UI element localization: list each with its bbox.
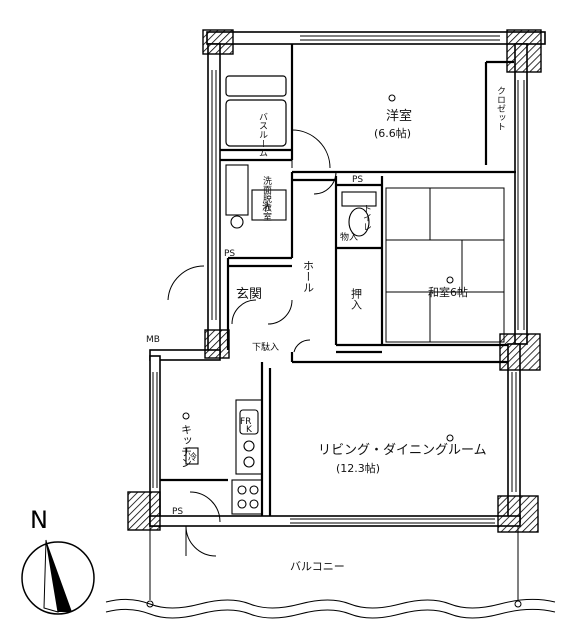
compass: N: [21, 506, 95, 615]
western-room-label: 洋室: [386, 108, 412, 124]
toilet-label: トイレ: [361, 204, 372, 231]
compass-north-label: N: [30, 506, 48, 534]
refrigerator-label: 冷: [188, 451, 197, 463]
fixture-labels: 下駄入 MB PS PS PS 冷 洗 FR K 物入: [146, 175, 363, 517]
structural-columns: [127, 29, 542, 533]
fr-label: FR: [240, 417, 251, 427]
toilet-fixture: [341, 191, 377, 237]
bath-label: バスルーム: [257, 112, 268, 157]
kitchen-label: キッチン: [180, 424, 193, 468]
washroom-label: 洗面脱衣室: [261, 175, 272, 221]
washer-label: 洗: [262, 201, 271, 213]
entrance-label: 玄関: [236, 287, 262, 302]
closet-label: クロゼット: [495, 86, 506, 131]
kitchen-fixtures: [185, 399, 263, 515]
ps-label-2: PS: [172, 507, 183, 517]
balcony: [105, 526, 556, 619]
ps-label-3: PS: [352, 175, 363, 185]
shoe-box-label: 下駄入: [252, 341, 279, 353]
shelf-label: 物入: [340, 231, 358, 243]
ldk-label: リビング・ダイニングルーム: [318, 443, 487, 458]
japanese-room-label: 和室6帖: [428, 285, 468, 299]
hall-label: ホール: [302, 260, 315, 293]
ps-label-1: PS: [224, 249, 235, 259]
door-swings: [167, 129, 337, 557]
storage-label: 押入: [350, 287, 363, 310]
western-room-size: (6.6帖): [374, 127, 411, 140]
room-labels: 洋室 (6.6帖) クロゼット バスルーム 洗面脱衣室 トイレ ホール 玄関 押…: [180, 86, 506, 573]
balcony-label: バルコニー: [290, 560, 345, 573]
kitchen-counter-label: K: [246, 425, 253, 435]
interior-walls: [160, 44, 516, 516]
ldk-size: (12.3帖): [336, 462, 380, 475]
windows: [152, 35, 525, 524]
mb-label: MB: [146, 335, 160, 345]
tatami-mats: [385, 187, 505, 343]
bathtub: [225, 75, 287, 147]
washroom-fixtures: [225, 164, 287, 229]
